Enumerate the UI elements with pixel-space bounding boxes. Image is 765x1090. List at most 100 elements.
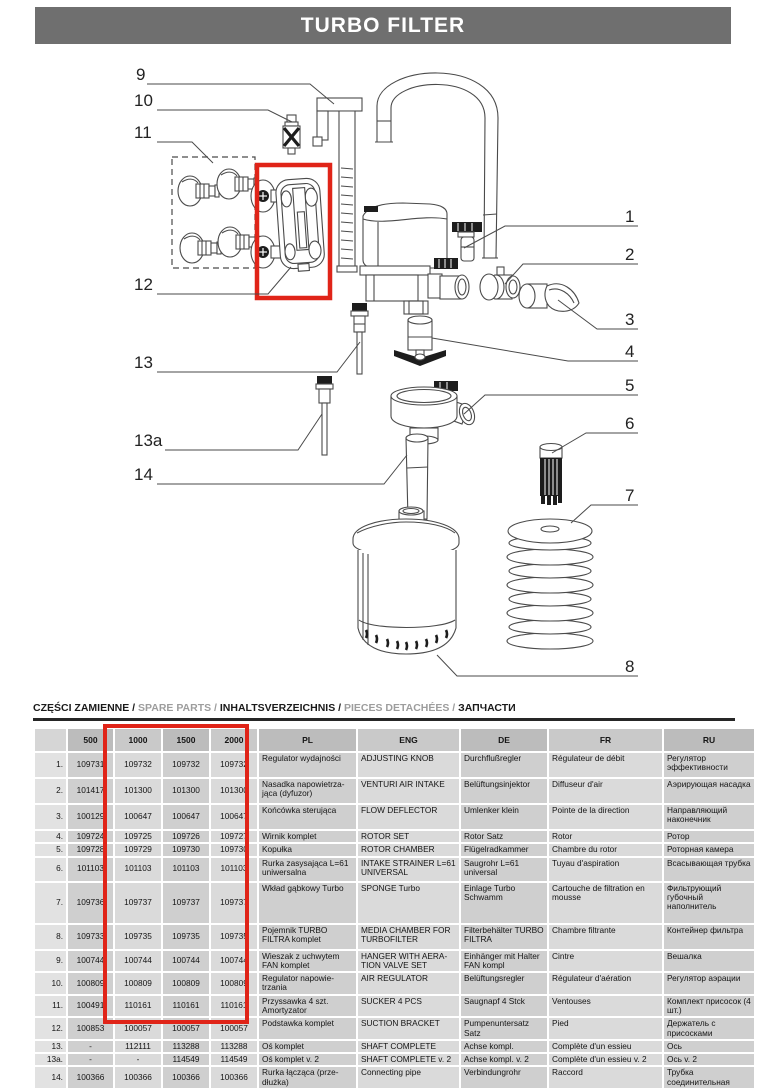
row-number-cell: 5. <box>35 844 66 856</box>
part-number-cell: 100366 <box>163 1067 209 1088</box>
column-header-1500: 1500 <box>163 729 209 751</box>
part-name-cell: Przyssawka 4 szt. Amortyzator <box>259 995 356 1017</box>
part-name-cell: Rotor Satz <box>461 831 547 843</box>
label-4: 4 <box>625 342 634 361</box>
part-number-cell: 100647 <box>115 805 161 829</box>
part-number-cell: 100647 <box>163 805 209 829</box>
suction-cups <box>177 168 260 264</box>
part-name-cell: Роторная камера <box>664 844 754 856</box>
part-number-cell: 109735 <box>115 924 161 949</box>
part-number-cell: 100853 <box>68 1018 113 1039</box>
part-number-cell: 113288 <box>163 1040 209 1053</box>
column-header-PL: PL <box>259 729 356 751</box>
part-number-cell: 100491 <box>68 995 113 1017</box>
part-number-cell: 100057 <box>163 1018 209 1039</box>
part-name-cell: Ventouses <box>549 995 662 1017</box>
row-number-cell: 8. <box>35 924 66 949</box>
row-number-cell: 9. <box>35 950 66 972</box>
part-number-cell: 101103 <box>211 857 257 881</box>
part-number-cell: 100366 <box>68 1067 113 1088</box>
part-name-cell: Verbindungrohr <box>461 1067 547 1088</box>
row-number-cell: 11. <box>35 995 66 1017</box>
part-name-cell: Umlenker klein <box>461 805 547 829</box>
part-number-cell: 100809 <box>115 973 161 994</box>
row-number-cell: 7. <box>35 882 66 923</box>
part-labels: 9 10 11 12 13 13a 14 1 2 3 4 5 6 7 8 <box>134 65 634 676</box>
part-number-cell: 109727 <box>211 831 257 843</box>
suction-bracket-part <box>250 177 325 272</box>
part-number-cell: 112111 <box>115 1040 161 1053</box>
rotor-chamber-part <box>390 381 476 445</box>
part-number-cell: 100809 <box>211 973 257 994</box>
part-number-cell: 100057 <box>115 1018 161 1039</box>
part-name-cell: Комплект присосок (4 шт.) <box>664 995 754 1017</box>
row-number-cell: 1. <box>35 753 66 777</box>
part-number-cell: 100057 <box>211 1018 257 1039</box>
part-name-cell: Pumpenuntersatz Satz <box>461 1018 547 1039</box>
part-number-cell: - <box>68 1054 113 1066</box>
part-name-cell: MEDIA CHAMBER FOR TURBOFILTER <box>358 924 459 949</box>
air-regulator-part <box>282 114 301 155</box>
part-number-cell: 110161 <box>163 995 209 1017</box>
label-12: 12 <box>134 275 153 294</box>
part-name-cell: Achse kompl. <box>461 1040 547 1053</box>
label-10: 10 <box>134 91 153 110</box>
part-number-cell: 114549 <box>211 1054 257 1066</box>
cartridge-part <box>539 442 563 505</box>
part-name-cell: VENTURI AIR INTAKE <box>358 779 459 803</box>
caption-pl: CZĘŚCI ZAMIENNE / <box>33 702 139 714</box>
part-number-cell: 109733 <box>68 924 113 949</box>
part-number-cell: 109726 <box>163 831 209 843</box>
part-name-cell: Ротор <box>664 831 754 843</box>
parts-table-section: CZĘŚCI ZAMIENNE / SPARE PARTS / INHALTSV… <box>33 702 754 1090</box>
part-name-cell: Ось <box>664 1040 754 1053</box>
row-number-cell: 13. <box>35 1040 66 1053</box>
part-number-cell: 109735 <box>211 924 257 949</box>
part-name-cell: Régulateur de débit <box>549 753 662 777</box>
part-name-cell: ROTOR CHAMBER <box>358 844 459 856</box>
part-name-cell: Regulator wydajności <box>259 753 356 777</box>
column-header-2000: 2000 <box>211 729 257 751</box>
part-number-cell: 109737 <box>211 882 257 923</box>
part-name-cell: Фильтрующий губочный наполнитель <box>664 882 754 923</box>
part-name-cell: Rurka zasysająca L=61 uniwersalna <box>259 857 356 881</box>
part-number-cell: 109737 <box>115 882 161 923</box>
part-number-cell: 109735 <box>163 924 209 949</box>
part-number-cell: 109724 <box>68 831 113 843</box>
part-name-cell: Raccord <box>549 1067 662 1088</box>
part-number-cell: 110161 <box>211 995 257 1017</box>
connector-part <box>479 266 521 301</box>
column-header-index <box>35 729 66 751</box>
part-name-cell: INTAKE STRAINER L=61 UNIVERSAL <box>358 857 459 881</box>
hanger-part <box>312 97 363 273</box>
label-11: 11 <box>134 123 152 142</box>
part-number-cell: 109729 <box>115 844 161 856</box>
part-name-cell: Complète d'un essieu <box>549 1040 662 1053</box>
part-number-cell: 100744 <box>115 950 161 972</box>
header-bar: TURBO FILTER <box>35 7 731 44</box>
part-number-cell: 109737 <box>163 882 209 923</box>
part-name-cell: SUCKER 4 PCS <box>358 995 459 1017</box>
part-number-cell: 100366 <box>115 1067 161 1088</box>
leader-lines <box>147 83 638 677</box>
table-caption: CZĘŚCI ZAMIENNE / SPARE PARTS / INHALTSV… <box>33 702 735 714</box>
part-name-cell: SPONGE Turbo <box>358 882 459 923</box>
caption-rule <box>33 718 735 721</box>
part-name-cell: Cintre <box>549 950 662 972</box>
part-number-cell: 100647 <box>211 805 257 829</box>
part-name-cell: Belüftungsinjektor <box>461 779 547 803</box>
part-name-cell: Pojemnik TURBO FILTRA komplet <box>259 924 356 949</box>
part-number-cell: 101103 <box>115 857 161 881</box>
part-name-cell: Chambre du rotor <box>549 844 662 856</box>
